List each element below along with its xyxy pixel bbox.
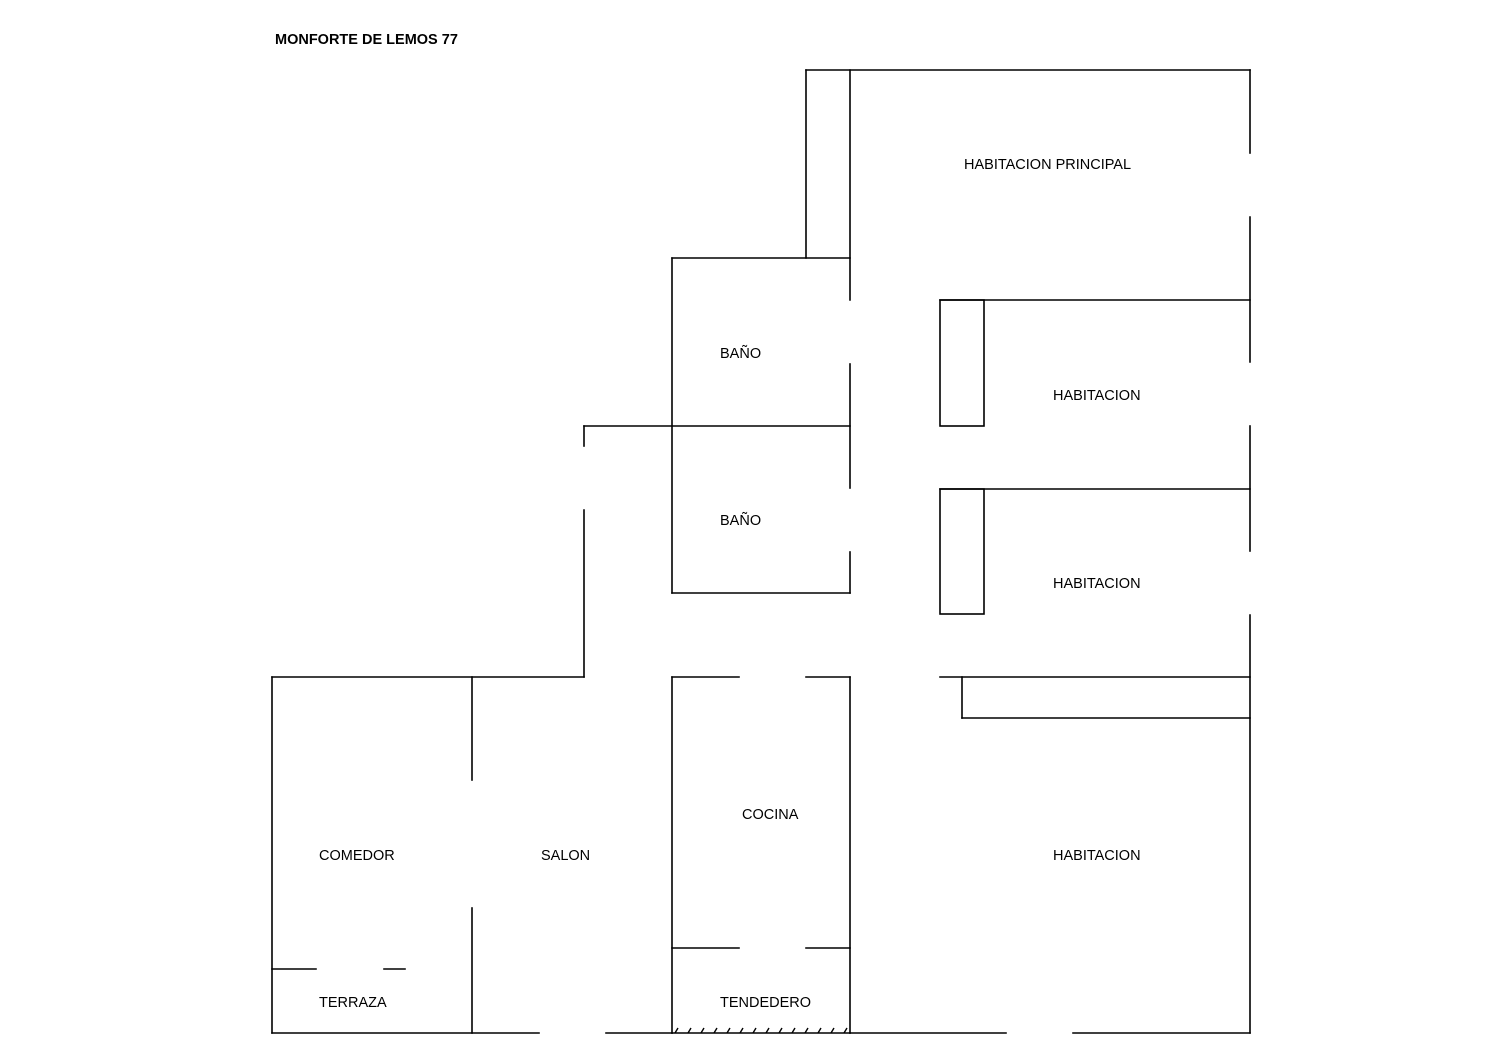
- room-label-habitacion-principal: HABITACION PRINCIPAL: [964, 157, 1131, 173]
- room-label-tendedero: TENDEDERO: [720, 995, 811, 1011]
- room-label-habitacion-2: HABITACION: [1053, 576, 1141, 592]
- room-label-comedor: COMEDOR: [319, 848, 395, 864]
- tendedero-window-hatch: [671, 1027, 851, 1034]
- room-label-cocina: COCINA: [742, 807, 799, 823]
- room-label-salon: SALON: [541, 848, 590, 864]
- plan-title: MONFORTE DE LEMOS 77: [275, 32, 458, 48]
- room-label-terraza: TERRAZA: [319, 995, 387, 1011]
- room-label-habitacion-1: HABITACION: [1053, 388, 1141, 404]
- walls: [271, 69, 1251, 1034]
- room-label-habitacion-3: HABITACION: [1053, 848, 1141, 864]
- room-label-bano-2: BAÑO: [720, 512, 761, 529]
- room-label-bano-1: BAÑO: [720, 345, 761, 362]
